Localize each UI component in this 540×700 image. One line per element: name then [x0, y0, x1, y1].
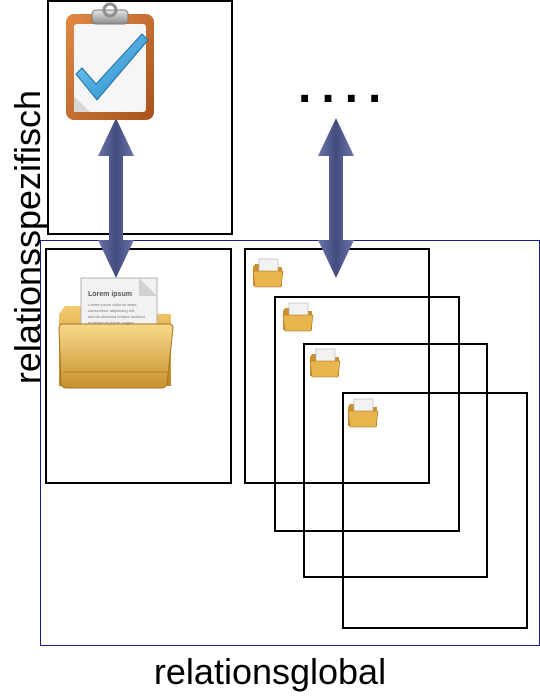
double-arrow-icon [98, 118, 134, 278]
small-folder-icon [282, 302, 314, 332]
document-heading: Lorem ipsum [88, 291, 132, 298]
relationsglobal-label: relationsglobal [153, 651, 387, 692]
document-line-3: sed do eiusmod tempor incidunt [88, 314, 145, 319]
small-folder-icon [252, 258, 284, 288]
double-arrow-icon [318, 118, 354, 278]
document-line-1: Lorem ipsum dolor sit amet, [88, 302, 138, 307]
small-folder-icon [347, 398, 379, 428]
document-line-4: ut labore et dolore magna [88, 320, 134, 325]
folder-with-document-icon [55, 276, 177, 390]
arrow-left [98, 118, 134, 278]
arrow-right [318, 118, 354, 278]
more-relations-ellipsis: .... [298, 60, 392, 113]
small-folder-icon [309, 348, 341, 378]
document-line-2: consectetur adipiscing elit, [88, 308, 135, 313]
clipboard-check-icon [62, 2, 158, 122]
